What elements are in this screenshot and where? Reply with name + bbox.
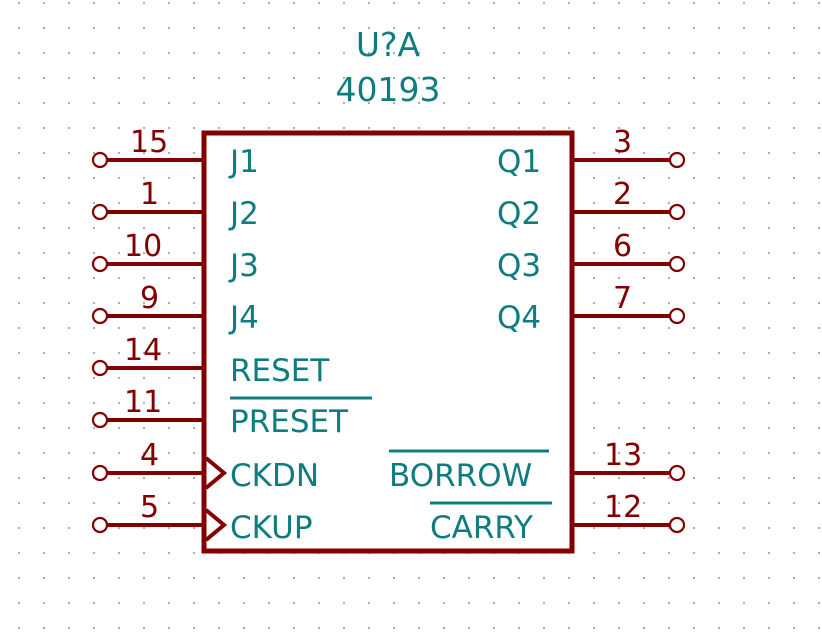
clock-input-icon [204, 456, 228, 490]
pin-label: CKUP [230, 510, 313, 546]
pin-label: J1 [228, 144, 259, 180]
pin-terminal-icon[interactable] [668, 255, 686, 273]
pin-label: CARRY [430, 510, 533, 546]
pin-terminal-icon[interactable] [91, 359, 109, 377]
symbol-value[interactable]: 40193 [336, 70, 441, 109]
pin-left-reset[interactable]: 14 RESET [91, 333, 330, 389]
pin-group-left: 15 J1 1 J2 10 J3 9 J4 [91, 125, 372, 546]
pin-number: 11 [124, 385, 162, 420]
pin-label: Q4 [497, 300, 541, 336]
pin-terminal-icon[interactable] [91, 411, 109, 429]
pin-number: 7 [613, 281, 632, 316]
pin-left-ckdn[interactable]: 4 CKDN [91, 438, 319, 494]
pin-terminal-icon[interactable] [91, 307, 109, 325]
pin-terminal-icon[interactable] [668, 516, 686, 534]
pin-right-q4[interactable]: 7 Q4 [497, 281, 686, 336]
symbol-reference[interactable]: U?A [356, 25, 421, 64]
pin-terminal-icon[interactable] [91, 464, 109, 482]
pin-label: J3 [228, 248, 259, 284]
pin-label: CKDN [230, 458, 319, 494]
component-body[interactable] [201, 130, 575, 554]
pin-left-j1[interactable]: 15 J1 [91, 125, 259, 180]
pin-right-q2[interactable]: 2 Q2 [497, 177, 686, 232]
pin-terminal-icon[interactable] [668, 307, 686, 325]
pin-terminal-icon[interactable] [91, 203, 109, 221]
pin-left-j3[interactable]: 10 J3 [91, 229, 259, 284]
pin-number: 14 [124, 333, 162, 368]
clock-input-icon [204, 508, 228, 542]
pin-number: 3 [613, 125, 632, 160]
pin-terminal-icon[interactable] [91, 151, 109, 169]
pin-label: J2 [228, 196, 259, 232]
pin-right-q3[interactable]: 6 Q3 [497, 229, 686, 284]
pin-left-ckup[interactable]: 5 CKUP [91, 490, 313, 546]
pin-left-j2[interactable]: 1 J2 [91, 177, 259, 232]
pin-label: J4 [228, 300, 259, 336]
pin-number: 15 [130, 125, 168, 160]
pin-terminal-icon[interactable] [668, 464, 686, 482]
pin-number: 9 [140, 281, 159, 316]
pin-left-j4[interactable]: 9 J4 [91, 281, 259, 336]
pin-number: 4 [140, 438, 159, 473]
pin-right-borrow[interactable]: 13 BORROW [389, 438, 686, 494]
pin-number: 2 [613, 177, 632, 212]
pin-number: 5 [140, 490, 159, 525]
pin-label: Q2 [497, 196, 541, 232]
pin-label: Q1 [497, 144, 541, 180]
pin-group-right: 3 Q1 2 Q2 6 Q3 7 Q4 [389, 125, 686, 546]
pin-right-carry[interactable]: 12 CARRY [430, 490, 686, 546]
pin-right-q1[interactable]: 3 Q1 [497, 125, 686, 180]
pin-number: 10 [124, 229, 162, 264]
pin-terminal-icon[interactable] [668, 151, 686, 169]
pin-number: 6 [613, 229, 632, 264]
pin-number: 1 [140, 177, 159, 212]
pin-label: BORROW [389, 458, 532, 494]
pin-terminal-icon[interactable] [91, 516, 109, 534]
pin-label: Q3 [497, 248, 541, 284]
pin-terminal-icon[interactable] [91, 255, 109, 273]
pin-number: 13 [604, 438, 642, 473]
pin-label: RESET [230, 353, 330, 389]
pin-label: PRESET [230, 404, 349, 440]
pin-left-preset[interactable]: 11 PRESET [91, 385, 372, 440]
pin-terminal-icon[interactable] [668, 203, 686, 221]
pin-number: 12 [604, 490, 642, 525]
